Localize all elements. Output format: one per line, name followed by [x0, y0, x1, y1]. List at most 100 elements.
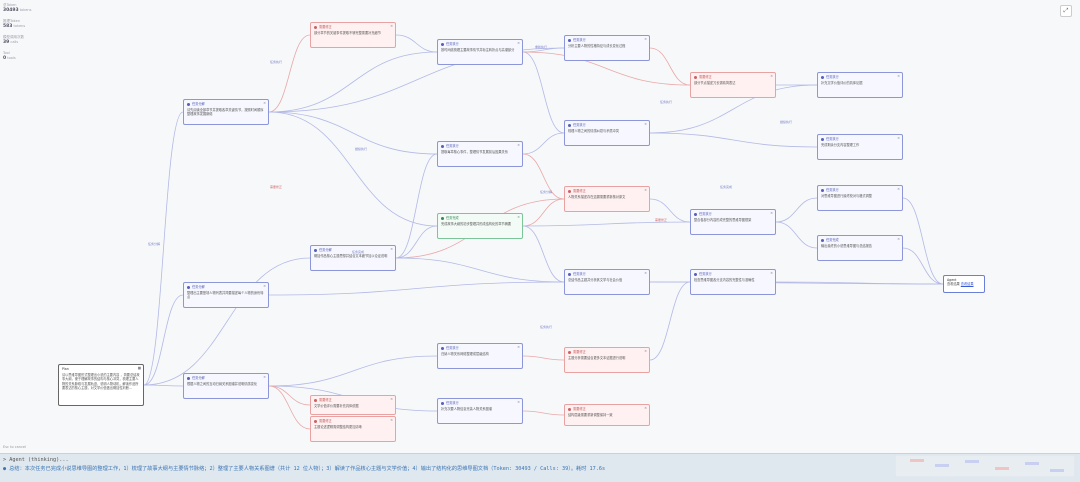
- close-icon[interactable]: ×: [263, 101, 266, 105]
- node-header: 需要修正: [314, 398, 392, 402]
- command-hint: Esc to cancel: [3, 445, 27, 449]
- graph-node-n13[interactable]: 任务执行×归纳人物关系网络整理成层级结构: [437, 343, 523, 369]
- graph-node-n23[interactable]: 任务执行×补充文学价值评价的具体论据: [817, 72, 903, 98]
- minimap[interactable]: [895, 455, 1075, 477]
- graph-node-n25[interactable]: 任务执行×完成剩余分支内容整理工作: [817, 134, 903, 160]
- edge-label: 继续执行: [780, 120, 793, 124]
- node-title: 任务分解: [319, 248, 332, 252]
- node-text: 整合各部分内容形成完整的思维导图框架: [694, 218, 752, 223]
- edge-line: [522, 51, 565, 134]
- graph-node-n24[interactable]: 需要修正×结构层级需要重新调整保持一致: [564, 404, 650, 426]
- node-title: 任务执行: [826, 188, 839, 192]
- close-icon[interactable]: ×: [390, 247, 393, 251]
- graph-node-n22[interactable]: 需要修正×文学价值评价需要补充具体依据: [310, 395, 396, 415]
- graph-node-n1[interactable]: 任务分解×请先阅读全部章节并提取各章关键情节，按照时间顺序整理故事发展脉络: [183, 99, 269, 125]
- edge-line: [395, 34, 438, 53]
- graph-node-n4[interactable]: 任务分解 ×概括作品核心主题思想并结合文本细节加以论证说明: [310, 245, 396, 271]
- graph-node-n6[interactable]: 任务执行×按时间线梳理主要故事情节并标注转折点与高潮部分: [437, 39, 523, 65]
- graph-node-n8[interactable]: 任务完成×完成故事大纲的初步整理并形成结构化的章节摘要: [437, 213, 523, 239]
- node-text: 对思维导图进行最终校对与格式调整: [821, 194, 872, 199]
- stat-unit: tokens: [13, 23, 26, 28]
- close-icon[interactable]: ×: [644, 271, 647, 275]
- node-header: 任务执行: [821, 137, 899, 141]
- close-icon[interactable]: ×: [390, 397, 393, 401]
- close-icon[interactable]: ×: [517, 400, 520, 404]
- status-dot-icon: [568, 123, 571, 127]
- graph-node-n3[interactable]: 任务分解×根据人物之间的互动归纳关系图谱并说明情感变化: [183, 373, 269, 399]
- root-plan-node[interactable]: Plan ■ 请以思维导图形式整理出小说的主要内容 ，简要总结故事大纲，便于理解…: [58, 364, 144, 406]
- close-icon[interactable]: ×: [517, 143, 520, 147]
- node-title: 任务执行: [826, 75, 839, 79]
- close-icon[interactable]: ×: [770, 211, 773, 215]
- edge-label: 任务执行: [540, 325, 553, 329]
- close-icon[interactable]: ×: [770, 271, 773, 275]
- close-icon[interactable]: ×: [517, 41, 520, 45]
- stat-label: Tool: [3, 51, 10, 55]
- edge-label: 任务执行: [270, 60, 283, 64]
- graph-node-n18[interactable]: 任务执行×检查思维导图各分支内容的完整性与准确性: [690, 269, 776, 295]
- close-icon[interactable]: ×: [644, 37, 647, 41]
- graph-node-n2[interactable]: 任务分解×整理出主要登场人物列表并简要描述每个人物的身份特点: [183, 282, 269, 308]
- graph-node-n7[interactable]: 任务执行×提取每章核心事件，整理情节发展前后因果关系: [437, 141, 523, 167]
- edge-label: 继续执行: [355, 147, 368, 151]
- status-dot-icon: [314, 419, 317, 423]
- stat-value: 0: [3, 55, 7, 61]
- node-text: 概括作品核心主题思想并结合文本细节加以论证说明: [314, 254, 388, 259]
- node-header: 任务执行: [694, 212, 772, 216]
- close-icon[interactable]: ×: [770, 74, 773, 78]
- node-text: 根据人物之间的互动归纳关系图谱并说明情感变化: [187, 382, 258, 387]
- edge-line: [395, 225, 438, 259]
- edge-line: [649, 281, 691, 361]
- edge-line: [649, 47, 691, 86]
- close-icon[interactable]: ×: [517, 215, 520, 219]
- close-icon[interactable]: ×: [390, 24, 393, 28]
- close-icon[interactable]: ×: [897, 74, 900, 78]
- edge-line: [649, 198, 691, 223]
- expand-icon[interactable]: ⤢: [1060, 5, 1072, 17]
- close-icon[interactable]: ×: [263, 284, 266, 288]
- close-icon[interactable]: ×: [897, 237, 900, 241]
- graph-node-n5[interactable]: 需要修正×部分章节的关键事件提取不够完整需要补充细节: [310, 22, 396, 48]
- edge-line: [522, 221, 691, 227]
- close-icon[interactable]: ×: [644, 406, 647, 410]
- status-dot-icon: [314, 248, 317, 252]
- node-title: 任务执行: [826, 137, 839, 141]
- close-icon[interactable]: ×: [263, 375, 266, 379]
- graph-node-n17[interactable]: 任务执行 × 整合各部分内容形成完整的思维导图框架: [690, 209, 776, 235]
- end-agent-node[interactable]: Agent 查看结果 查看结果: [943, 275, 985, 293]
- close-icon[interactable]: ×: [390, 418, 393, 422]
- edge-line: [522, 355, 565, 361]
- edge-line: [143, 257, 311, 386]
- close-icon[interactable]: ×: [644, 122, 647, 126]
- edge-line: [522, 51, 691, 86]
- close-icon[interactable]: ×: [517, 345, 520, 349]
- graph-node-n10[interactable]: 需要修正×人物关系描述存在遗漏需要重新核对原文: [564, 186, 650, 212]
- graph-node-n20[interactable]: 任务完成×输出最终的小说思维导图与总结报告: [817, 235, 903, 261]
- graph-node-n15[interactable]: 任务执行×补充次要人物信息完善人物关系图谱: [437, 398, 523, 424]
- view-result-link[interactable]: 查看结果: [960, 282, 974, 287]
- node-title: 需要修正: [573, 189, 586, 193]
- graph-node-n14[interactable]: 需要修正×主题分析需要结合更多文本证据进行说明: [564, 347, 650, 373]
- node-title: 需要修正: [699, 75, 712, 79]
- node-text: 按时间线梳理主要故事情节并标注转折点与高潮部分: [441, 48, 515, 53]
- status-dot-icon: [187, 376, 190, 380]
- graph-node-n12[interactable]: 任务执行×总结作品主题并分析其文学与社会价值: [564, 269, 650, 295]
- node-text: 补充次要人物信息完善人物关系图谱: [441, 407, 492, 412]
- graph-node-n19[interactable]: 任务执行 × 对思维导图进行最终校对与格式调整: [817, 185, 903, 211]
- node-title: 任务执行: [699, 212, 712, 216]
- graph-node-n16[interactable]: 需要修正×主题论述逻辑需调整结构更加清晰: [310, 416, 396, 442]
- node-text: 部分节点描述冗长需精简表达: [694, 81, 736, 86]
- node-header: 任务执行: [441, 346, 519, 350]
- close-icon[interactable]: ×: [897, 187, 900, 191]
- stat-calls: 模型调用次数 39 calls: [3, 35, 31, 45]
- close-icon[interactable]: ×: [897, 136, 900, 140]
- graph-node-n21[interactable]: 需要修正 × 部分节点描述冗长需精简表达: [690, 72, 776, 98]
- close-icon[interactable]: ×: [644, 349, 647, 353]
- stats-panel: 总Token 30493 tokens 推理Token 583 tokens 模…: [3, 3, 31, 67]
- graph-node-n11[interactable]: 任务执行×梳理人物之间的情感纠葛与矛盾冲突: [564, 120, 650, 146]
- stat-tools: Tool 0 tools: [3, 51, 31, 61]
- close-icon[interactable]: ×: [644, 188, 647, 192]
- close-icon[interactable]: ■: [137, 366, 141, 370]
- graph-node-n9[interactable]: 任务执行×分析主要人物的性格特征与成长变化过程: [564, 35, 650, 61]
